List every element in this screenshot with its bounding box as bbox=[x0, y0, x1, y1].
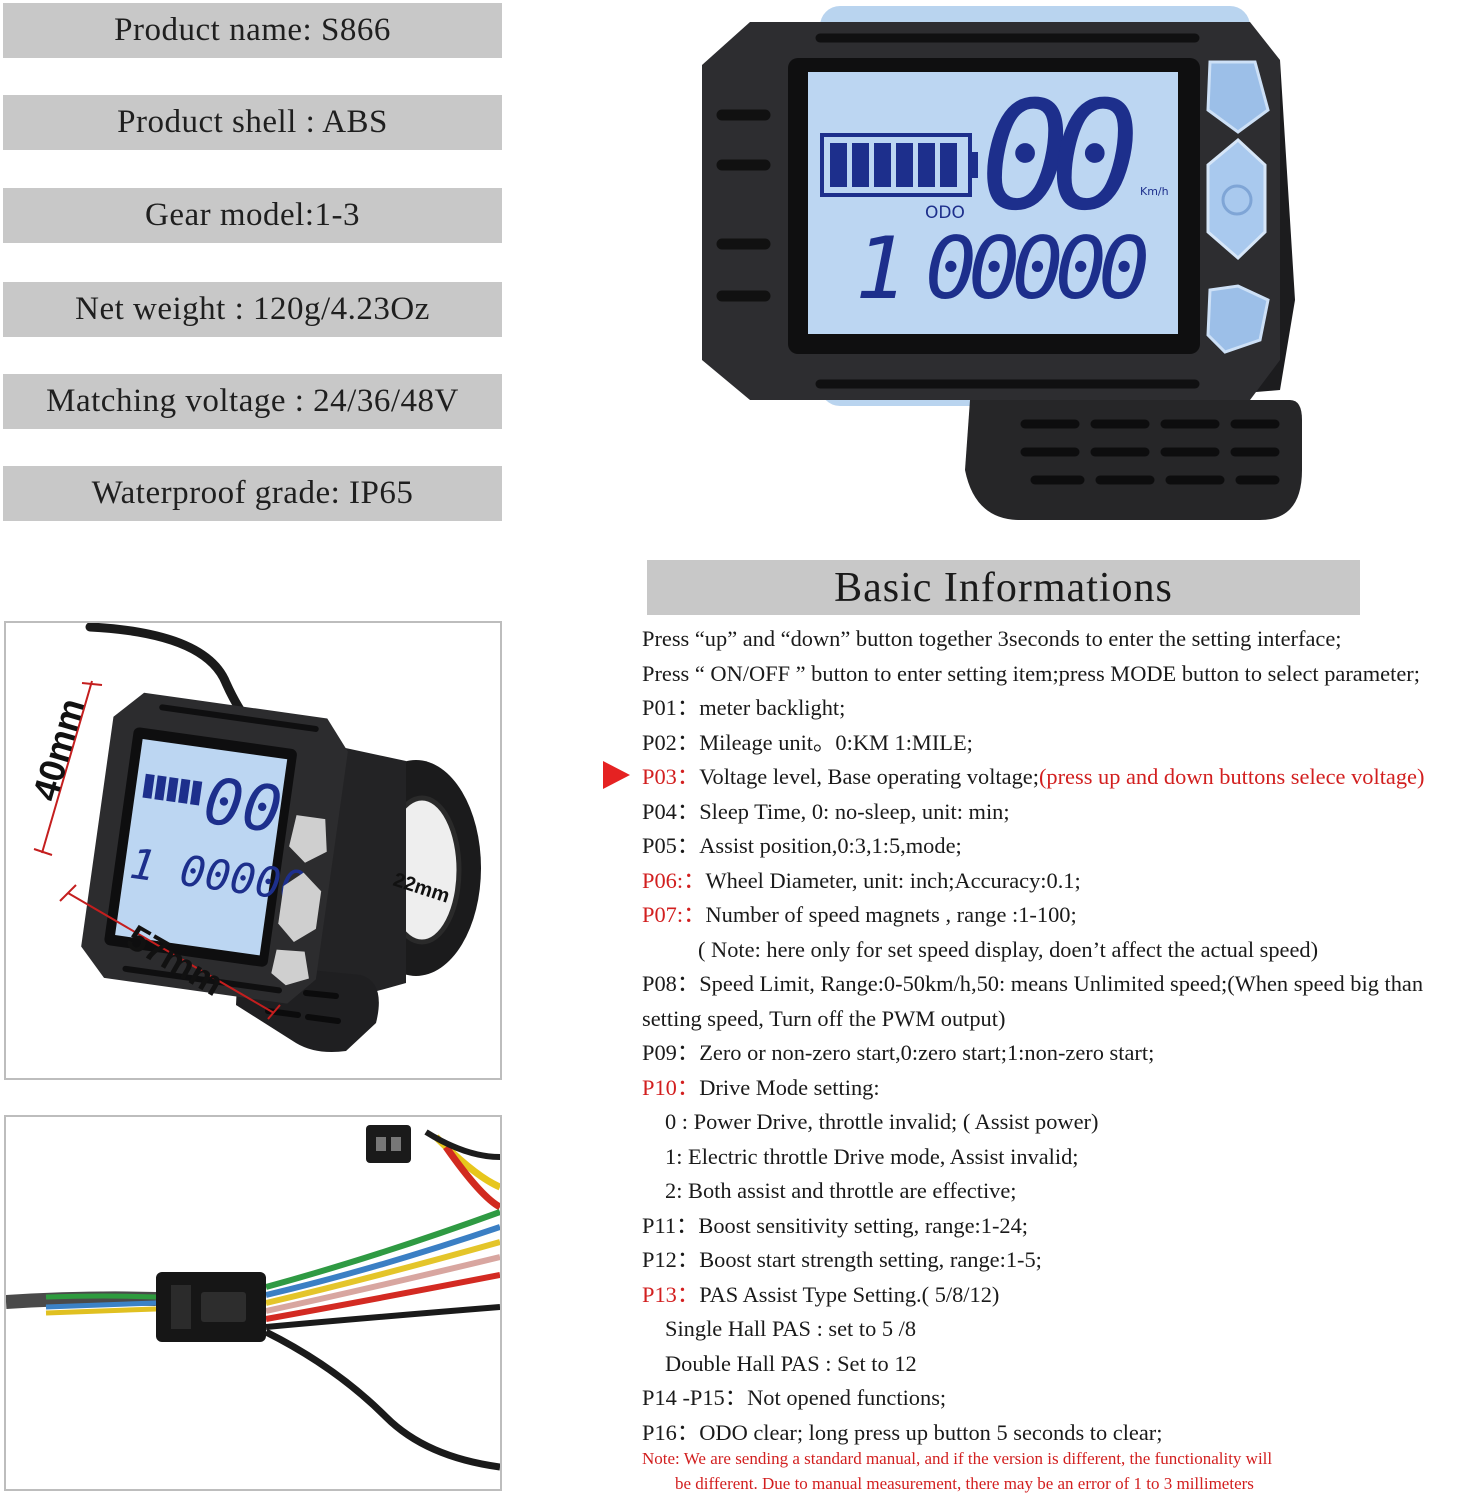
p03-note: (press up and down buttons selece voltag… bbox=[1038, 764, 1425, 789]
list-item: Double Hall PAS : Set to 12 bbox=[665, 1350, 917, 1376]
basic-informations-heading: Basic Informations bbox=[647, 560, 1360, 615]
list-item: Press “ ON/OFF ” button to enter setting… bbox=[642, 660, 1420, 686]
list-item: P13：PAS Assist Type Setting.( 5/8/12) bbox=[642, 1281, 1000, 1307]
disclaimer-note: Note: We are sending a standard manual, … bbox=[642, 1446, 1362, 1496]
list-item: P07:：Number of speed magnets , range :1-… bbox=[642, 902, 1077, 927]
list-item: P04：Sleep Time, 0: no-sleep, unit: min; bbox=[642, 798, 1010, 824]
lcd-speed-unit: Km/h bbox=[1140, 185, 1169, 198]
spec-gear-model: Gear model:1-3 bbox=[3, 188, 502, 243]
lcd-speed: 00 bbox=[980, 70, 1140, 244]
list-item: P12：Boost start strength setting, range:… bbox=[642, 1247, 1042, 1272]
list-item: ( Note: here only for set speed display,… bbox=[698, 936, 1319, 962]
note-line-1: Note: We are sending a standard manual, … bbox=[642, 1449, 1273, 1468]
lcd-odo-label: ODO bbox=[925, 203, 965, 223]
cable-photo-frame bbox=[4, 1115, 502, 1491]
display-product-image: 00 Km/h ODO 1 00000 bbox=[702, 6, 1302, 520]
spec-product-shell: Product shell : ABS bbox=[3, 95, 502, 150]
list-item: P08：Speed Limit, Range:0-50km/h,50: mean… bbox=[642, 971, 1424, 996]
dimension-photo: 00 1 00000 40mm 57mm 22mm bbox=[24, 623, 481, 1052]
list-item: 1: Electric throttle Drive mode, Assist … bbox=[665, 1143, 1079, 1169]
list-item: P05：Assist position,0:3,1:5,mode; bbox=[642, 833, 962, 858]
list-item: Press “up” and “down” button together 3s… bbox=[642, 626, 1342, 651]
list-item: Single Hall PAS : set to 5 /8 bbox=[665, 1316, 917, 1341]
cable-photo bbox=[6, 1125, 500, 1471]
note-line-2: be different. Due to manual measurement,… bbox=[675, 1474, 1254, 1493]
lcd-gear: 1 bbox=[855, 219, 907, 319]
list-item: P14 -P15：Not opened functions; bbox=[642, 1385, 947, 1410]
list-item: setting speed, Turn off the PWM output) bbox=[642, 1005, 1006, 1031]
dimension-photo-frame: 00 1 00000 40mm 57mm 22mm bbox=[4, 621, 502, 1080]
list-item: P01：meter backlight; bbox=[642, 695, 846, 720]
list-item: P10：Drive Mode setting: bbox=[642, 1074, 880, 1100]
lcd-odo-value: 00000 bbox=[925, 219, 1150, 319]
list-item: P11：Boost sensitivity setting, range:1-2… bbox=[642, 1212, 1029, 1238]
list-item: P09：Zero or non-zero start,0:zero start;… bbox=[642, 1040, 1155, 1065]
list-item: 2: Both assist and throttle are effectiv… bbox=[665, 1178, 1017, 1203]
spec-waterproof-grade: Waterproof grade: IP65 bbox=[3, 466, 502, 521]
spec-matching-voltage: Matching voltage : 24/36/48V bbox=[3, 374, 502, 429]
spec-net-weight: Net weight : 120g/4.23Oz bbox=[3, 282, 502, 337]
list-item: P03：Voltage level, Base operating voltag… bbox=[642, 764, 1425, 789]
settings-list: Press “up” and “down” button together 3s… bbox=[642, 622, 1476, 1450]
dim-height-label: 40mm bbox=[24, 694, 92, 805]
list-item: P06:：Wheel Diameter, unit: inch;Accuracy… bbox=[642, 867, 1081, 893]
list-item: P02：Mileage unit。0:KM 1:MILE; bbox=[642, 729, 973, 755]
list-item: P16：ODO clear; long press up button 5 se… bbox=[642, 1419, 1163, 1445]
red-arrow-icon bbox=[603, 761, 630, 789]
spec-product-name: Product name: S866 bbox=[3, 3, 502, 58]
svg-text:00: 00 bbox=[199, 765, 286, 849]
list-item: 0 : Power Drive, throttle invalid; ( Ass… bbox=[665, 1109, 1099, 1134]
